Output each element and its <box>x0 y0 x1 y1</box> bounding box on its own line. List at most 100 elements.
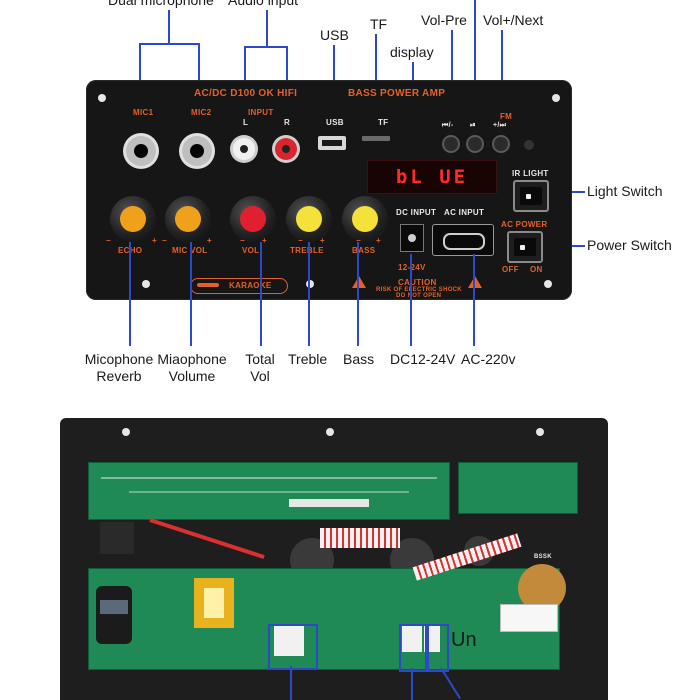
screw-icon <box>536 428 544 436</box>
label-echo-minus: − <box>106 236 111 245</box>
label-bass-plus: + <box>376 236 381 245</box>
led-display: bL UE <box>367 160 497 194</box>
label-bass: BASS <box>352 246 376 255</box>
label-tf: TF <box>378 118 389 127</box>
usb-port[interactable] <box>318 136 346 150</box>
label-vol-plus: + <box>262 236 267 245</box>
callout-usb: USB <box>320 27 349 43</box>
callout-bass: Bass <box>343 351 375 367</box>
power-switch[interactable] <box>507 231 543 263</box>
callout-on-fragment: Un <box>451 629 477 651</box>
side-pcb <box>458 462 578 514</box>
component-sticker <box>500 604 558 632</box>
callout-total-vol: Total Vol <box>245 351 275 384</box>
callout-audio-input: Audio input <box>228 0 299 8</box>
back-panel: BSSK <box>60 418 608 700</box>
screw-icon <box>544 280 552 288</box>
callout-mic-volume: Miaophone Volume <box>157 351 227 384</box>
karaoke-badge: KARAOKE <box>190 278 288 294</box>
red-wire <box>149 518 265 559</box>
line-highlight-left <box>290 666 292 700</box>
ac-input-socket[interactable] <box>432 224 494 256</box>
tf-card-slot[interactable] <box>362 136 390 141</box>
play-pause-button[interactable] <box>468 137 482 151</box>
screw-icon <box>552 94 560 102</box>
callout-dual-microphone: Dual microphone <box>108 0 214 8</box>
label-usb: USB <box>326 118 344 127</box>
mic2-jack[interactable] <box>182 136 212 166</box>
label-ac-power: AC POWER <box>501 220 548 229</box>
dc-input-socket[interactable] <box>400 224 424 252</box>
power-pcb <box>88 568 560 670</box>
ir-receiver-icon <box>524 140 534 150</box>
label-vol-minus: − <box>240 236 245 245</box>
mic-vol-knob[interactable] <box>165 196 211 242</box>
echo-knob[interactable] <box>110 196 156 242</box>
line-dual-mic-bar <box>139 43 200 45</box>
light-switch[interactable] <box>513 180 549 212</box>
callout-tf: TF <box>370 16 388 32</box>
mic-logo-icon <box>197 283 219 287</box>
callout-treble: Treble <box>288 351 328 367</box>
line-ac <box>473 254 475 346</box>
front-panel: AC/DC D100 OK HIFI BASS POWER AMP MIC1 M… <box>86 80 572 300</box>
connector-white <box>274 624 304 656</box>
highlight-box-left <box>268 624 318 670</box>
caution-line-1: RISK OF ELECTRIC SHOCK <box>376 287 462 293</box>
label-r: R <box>284 118 291 127</box>
label-mic1: MIC1 <box>133 108 154 117</box>
transformer <box>194 578 234 628</box>
label-mic-plus: + <box>207 236 212 245</box>
bass-knob[interactable] <box>342 196 388 242</box>
line-center-button <box>474 0 476 128</box>
line-mic1-drop <box>139 43 141 105</box>
screw-icon <box>306 280 314 288</box>
treble-knob[interactable] <box>286 196 332 242</box>
line-echo <box>129 242 131 346</box>
line-treble <box>308 242 310 346</box>
callout-vol-pre: Vol-Pre <box>421 12 467 28</box>
label-btn-next: +/⏭ <box>493 122 507 129</box>
line-audio-bar <box>244 46 288 48</box>
next-button[interactable] <box>494 137 508 151</box>
panel-title-left: AC/DC D100 OK HIFI <box>194 88 298 99</box>
label-ac-input: AC INPUT <box>444 208 485 217</box>
connector-white <box>402 624 422 652</box>
label-on: ON <box>530 265 543 274</box>
callout-dc: DC12-24V <box>390 351 456 367</box>
label-treble-minus: − <box>298 236 303 245</box>
board-mark: BSSK <box>534 554 552 560</box>
mic1-jack[interactable] <box>126 136 156 166</box>
label-btn-play: ⏯ <box>470 122 476 129</box>
label-treble: TREBLE <box>290 246 324 255</box>
rca-left-jack[interactable] <box>233 138 255 160</box>
capacitor <box>96 586 132 644</box>
label-fm: FM <box>500 112 513 121</box>
screw-icon <box>98 94 106 102</box>
label-ir-light: IR LIGHT <box>512 169 549 178</box>
line-bass <box>357 242 359 346</box>
callout-power-switch: Power Switch <box>587 237 672 253</box>
caution-title: CAUTION <box>398 278 437 287</box>
label-mic-minus: − <box>162 236 167 245</box>
callout-mic-reverb: Micophone Reverb <box>84 351 154 384</box>
highlight-box-right <box>425 624 449 672</box>
callout-light-switch: Light Switch <box>587 183 663 199</box>
line-dual-mic-stem <box>168 10 170 44</box>
label-echo-plus: + <box>152 236 157 245</box>
line-total-vol <box>260 242 262 346</box>
label-vol: VOL <box>242 246 260 255</box>
vol-knob[interactable] <box>230 196 276 242</box>
control-pcb <box>88 462 450 520</box>
rca-right-jack[interactable] <box>275 138 297 160</box>
prev-button[interactable] <box>444 137 458 151</box>
label-mic-vol: MIC VOL <box>172 246 208 255</box>
screw-icon <box>326 428 334 436</box>
panel-title-right: BASS POWER AMP <box>348 88 446 99</box>
potentiometer-body <box>100 522 134 554</box>
line-audio-stem <box>266 10 268 47</box>
callout-vol-next: Vol+/Next <box>483 12 544 28</box>
callout-display: display <box>390 44 434 60</box>
label-mic2: MIC2 <box>191 108 212 117</box>
caution-triangle-left-icon <box>352 276 366 288</box>
